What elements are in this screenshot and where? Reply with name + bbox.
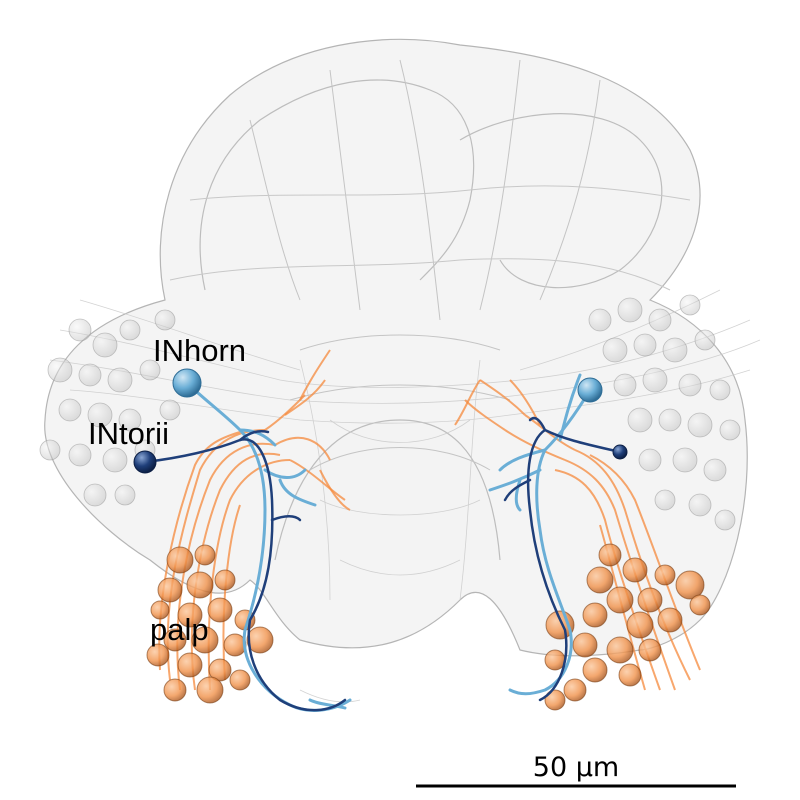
- intorii-soma-right: [612, 444, 628, 460]
- label-inhorn: INhorn: [153, 333, 246, 368]
- brain-mesh: [44, 38, 748, 657]
- scale-bar: 50 µm: [416, 752, 736, 788]
- intorii-neuron-right: [503, 416, 622, 702]
- palp-somata-left: [146, 544, 274, 704]
- label-palp: palp: [150, 612, 209, 647]
- inhorn-neuron-right: [488, 373, 592, 696]
- intorii-neuron-left: [143, 430, 347, 712]
- inhorn-soma-right: [577, 377, 603, 403]
- background-somata-left: [39, 309, 181, 507]
- intorii-soma-left: [133, 450, 157, 474]
- inhorn-soma-left: [172, 368, 202, 398]
- scale-bar-label: 50 µm: [533, 752, 619, 783]
- palp-neuron-fibers-right: [454, 379, 701, 691]
- background-somata-right: [588, 294, 741, 531]
- label-intorii: INtorii: [88, 416, 169, 451]
